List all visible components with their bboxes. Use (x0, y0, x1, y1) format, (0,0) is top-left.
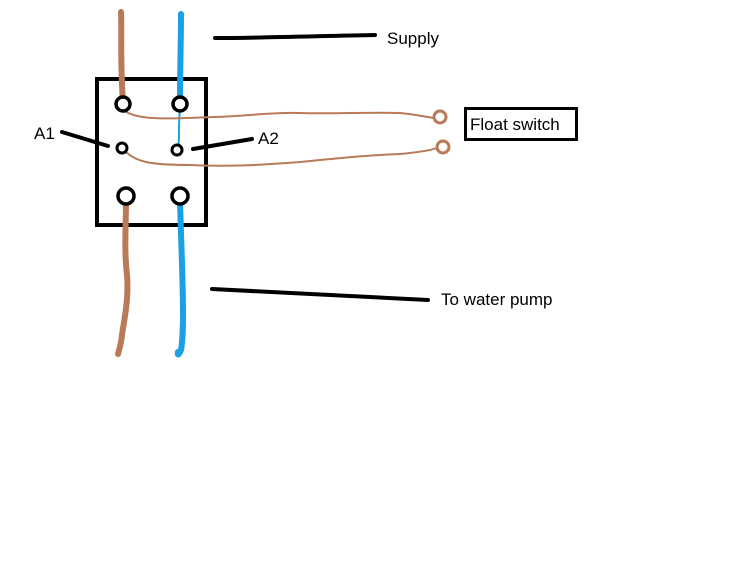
float-switch-box (464, 107, 578, 141)
pump-leader-line (210, 287, 430, 302)
a2-leader-line (191, 137, 254, 151)
supply-leader-line (213, 33, 377, 40)
terminal-top-right (171, 95, 189, 113)
a1-leader-line (60, 130, 110, 148)
a2-label: A2 (258, 129, 279, 148)
terminal-bottom-right (170, 186, 190, 206)
float-terminal-lower (435, 139, 451, 155)
terminal-bottom-left (116, 186, 136, 206)
pump-wire-blue (174, 197, 187, 358)
supply-wire-brown (118, 9, 126, 106)
water-pump-label: To water pump (441, 290, 553, 309)
pump-wire-brown (115, 197, 131, 357)
terminal-top-left (114, 95, 132, 113)
supply-wire-blue (177, 11, 184, 106)
float-terminal-upper (432, 109, 448, 125)
supply-label: Supply (387, 29, 439, 48)
terminal-a1 (115, 141, 129, 155)
float-wire-lower (123, 147, 438, 167)
float-switch-label: Float switch (470, 115, 560, 134)
contactor-body (95, 77, 208, 227)
a1-label: A1 (34, 124, 55, 143)
float-wire-upper (122, 109, 437, 120)
terminal-a2 (170, 143, 184, 157)
